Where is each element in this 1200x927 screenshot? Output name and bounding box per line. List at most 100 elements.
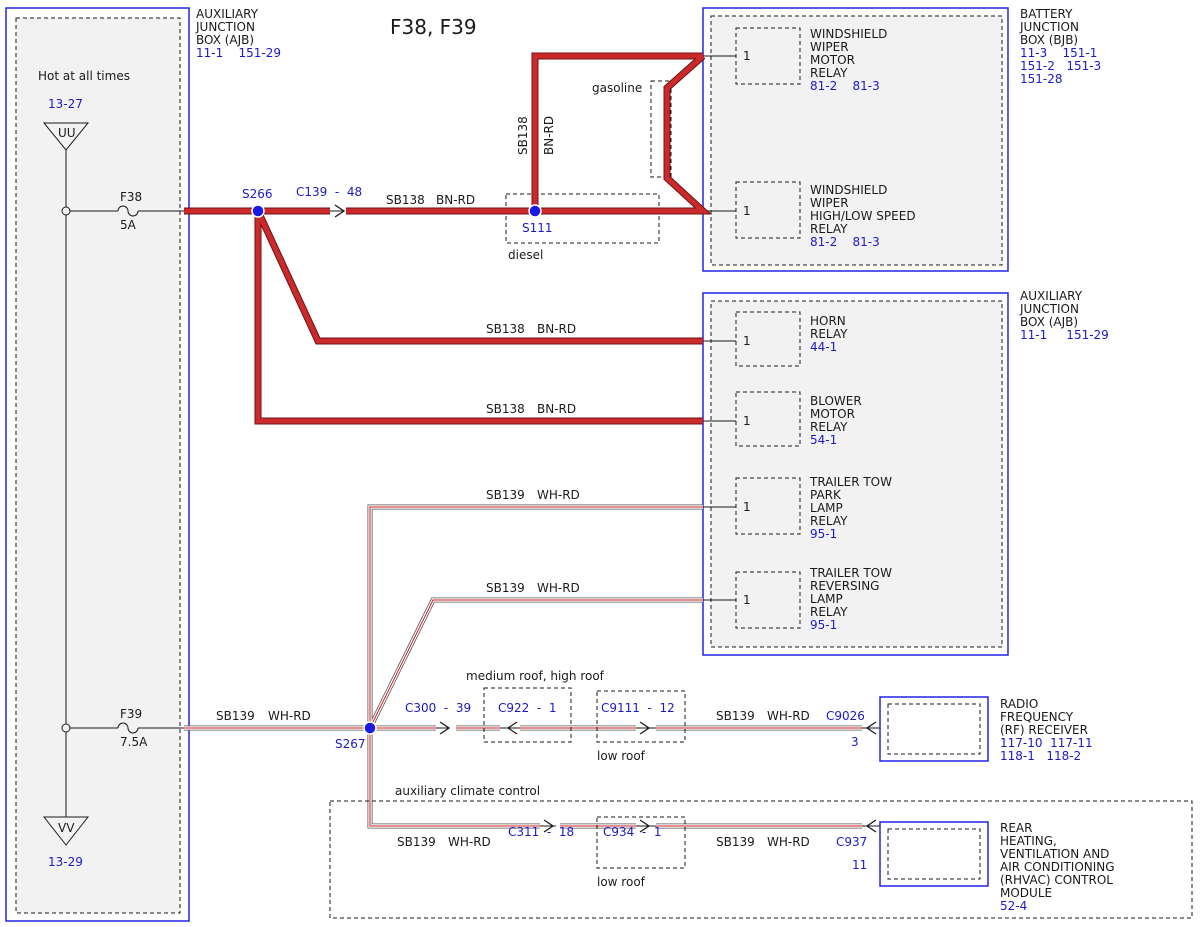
aux-climate-option-box	[329, 800, 1193, 919]
connector-c311-label: C311 - 18	[508, 825, 574, 839]
relay-blower-motor-name-3: RELAY	[810, 420, 848, 434]
relay-blower-motor-pin: 1	[743, 414, 751, 428]
bjb-name-2: JUNCTION	[1019, 20, 1079, 34]
connector-c9111-symbol	[636, 721, 656, 735]
relay-wiper-motor-name-1: WINDSHIELD	[810, 27, 887, 41]
bjb-name-3: BOX (BJB)	[1020, 33, 1078, 47]
splice-s111-dot	[528, 204, 542, 218]
splice-s111-label: S111	[522, 221, 553, 235]
relay-wiper-high-low-name-1: WINDSHIELD	[810, 183, 887, 197]
connector-c937-pin: 11	[852, 858, 867, 872]
ajb-left-name-1: AUXILIARY	[196, 7, 259, 21]
diesel-option-box	[505, 193, 660, 244]
relay-trailer-park: 1 TRAILER TOW PARK LAMP RELAY 95-1	[703, 475, 892, 541]
roof-high-label: medium roof, high roof	[466, 669, 605, 683]
wire-rev-color: WH-RD	[537, 581, 580, 595]
relay-blower-motor-refs: 54-1	[810, 433, 837, 447]
wire-horn-color: BN-RD	[537, 322, 576, 336]
connector-c922-label: C922 - 1	[498, 701, 557, 715]
connector-c311-symbol	[540, 819, 556, 833]
relay-horn-pin: 1	[743, 334, 751, 348]
connector-c937-symbol	[862, 819, 880, 833]
wire-radio-color: WH-RD	[767, 709, 810, 723]
relay-wiper-motor: 1 WINDSHIELD WIPER MOTOR RELAY 81-2 81-3	[703, 27, 887, 93]
source-bottom-ref: 13-29	[48, 855, 83, 869]
radio-name-1: RADIO	[1000, 697, 1038, 711]
radio-name-3: (RF) RECEIVER	[1000, 723, 1088, 737]
relay-wiper-high-low: 1 WINDSHIELD WIPER HIGH/LOW SPEED RELAY …	[703, 183, 916, 249]
wire-park-circuit: SB139	[486, 488, 525, 502]
fuse-f38-rating: 5A	[120, 218, 137, 232]
rhvac-name-5: (RHVAC) CONTROL	[1000, 873, 1113, 887]
wire-rev-circuit: SB139	[486, 581, 525, 595]
relay-wiper-high-low-name-2: WIPER	[810, 196, 849, 210]
wire-main-color: BN-RD	[436, 193, 475, 207]
radio-rf-receiver-box	[879, 696, 989, 762]
connector-c300-symbol	[436, 721, 451, 735]
relay-wiper-high-low-refs: 81-2 81-3	[810, 235, 880, 249]
source-bottom-label: VV	[58, 821, 75, 835]
fuse-f39-rating: 7.5A	[120, 735, 148, 749]
diagram-title: F38, F39	[390, 15, 477, 39]
ajb-right-name-3: BOX (AJB)	[1020, 315, 1078, 329]
relay-horn-refs: 44-1	[810, 340, 837, 354]
wire-rhvac-left-circuit: SB139	[397, 835, 436, 849]
rhvac-name-4: AIR CONDITIONING	[1000, 860, 1115, 874]
wire-rhvac-right-circuit: SB139	[716, 835, 755, 849]
fuse-f39: F39 7.5A	[70, 707, 184, 749]
diesel-label: diesel	[508, 248, 543, 262]
hot-at-all-times-label: Hot at all times	[38, 69, 130, 83]
radio-name-2: FREQUENCY	[1000, 710, 1074, 724]
radio-refs-1: 117-10 117-11	[1000, 736, 1093, 750]
connector-c9026-pin: 3	[851, 735, 859, 749]
wire-main-circuit: SB138	[386, 193, 425, 207]
relay-trailer-reversing-name-1: TRAILER TOW	[809, 566, 892, 580]
connector-c934-symbol	[636, 819, 656, 833]
relay-wiper-high-low-pin: 1	[743, 204, 751, 218]
wire-f39-circuit: SB139	[216, 709, 255, 723]
relay-trailer-park-name-4: RELAY	[810, 514, 848, 528]
connector-c922-symbol	[500, 721, 520, 735]
aux-climate-label: auxiliary climate control	[395, 784, 540, 798]
relay-blower-motor-name-2: MOTOR	[810, 407, 855, 421]
connector-c937-label: C937	[836, 835, 867, 849]
splice-s266-label: S266	[242, 187, 273, 201]
rhvac-name-1: REAR	[1000, 821, 1032, 835]
relay-trailer-reversing-refs: 95-1	[810, 618, 837, 632]
relay-horn-name-2: RELAY	[810, 327, 848, 341]
relay-horn: 1 HORN RELAY 44-1	[703, 314, 848, 354]
relay-wiper-high-low-name-4: RELAY	[810, 222, 848, 236]
bjb-box	[702, 7, 1009, 272]
relay-trailer-park-name-1: TRAILER TOW	[809, 475, 892, 489]
radio-refs-2: 118-1 118-2	[1000, 749, 1081, 763]
rhvac-name-2: HEATING,	[1000, 834, 1057, 848]
wire-radio-circuit: SB139	[716, 709, 755, 723]
connector-c300-label: C300 - 39	[405, 701, 471, 715]
relay-trailer-reversing-name-4: RELAY	[810, 605, 848, 619]
wire-rhvac-left-color: WH-RD	[448, 835, 491, 849]
ajb-right-name-2: JUNCTION	[1019, 302, 1079, 316]
bjb-refs-1: 11-3 151-1	[1020, 46, 1097, 60]
relay-trailer-reversing: 1 TRAILER TOW REVERSING LAMP RELAY 95-1	[703, 566, 892, 632]
wire-park-color: WH-RD	[537, 488, 580, 502]
rhvac-refs: 52-4	[1000, 899, 1027, 913]
relay-blower-motor-name-1: BLOWER	[810, 394, 862, 408]
relay-wiper-motor-name-3: MOTOR	[810, 53, 855, 67]
gasoline-label: gasoline	[592, 81, 642, 95]
relay-wiper-motor-refs: 81-2 81-3	[810, 79, 880, 93]
ajb-left-name-3: BOX (AJB)	[196, 33, 254, 47]
relay-horn-name-1: HORN	[810, 314, 846, 328]
ajb-left-refs: 11-1 151-29	[196, 46, 281, 60]
wire-vert-circuit: SB138	[516, 116, 530, 155]
connector-c9026-label: C9026	[826, 709, 865, 723]
ajb-right-refs: 11-1 151-29	[1020, 328, 1109, 342]
rhvac-name-3: VENTILATION AND	[1000, 847, 1109, 861]
relay-trailer-park-name-2: PARK	[810, 488, 842, 502]
connector-c9111-label: C9111 - 12	[601, 701, 675, 715]
low-roof-option-box-2	[596, 816, 686, 869]
source-top-triangle: UU	[42, 122, 90, 151]
relay-trailer-reversing-pin: 1	[743, 593, 751, 607]
low-roof-option-box-1	[596, 690, 686, 743]
wire-vert-color: BN-RD	[542, 116, 556, 155]
